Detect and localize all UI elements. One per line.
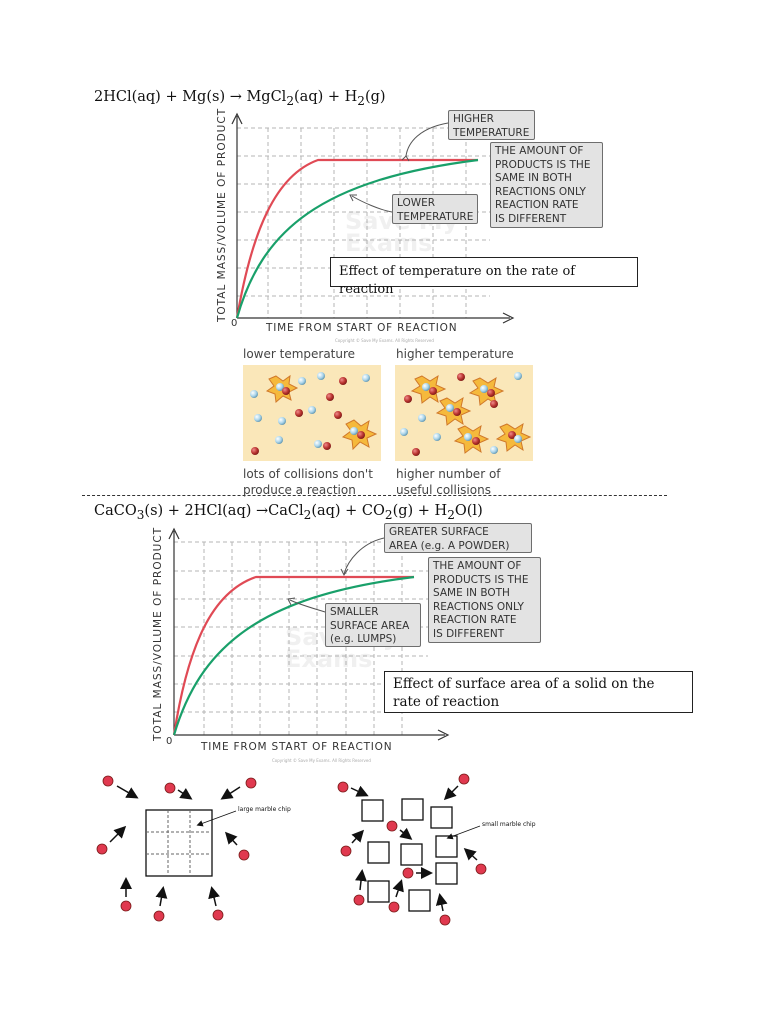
graph1-axes (231, 112, 515, 324)
callout-greater-surface-area: GREATER SURFACE AREA (e.g. A POWDER) (384, 523, 532, 553)
eq2-part: (g) + H (392, 503, 448, 519)
acid-particles-right (337, 773, 487, 926)
eq2-part: CaCO (94, 503, 137, 519)
eq2-part: (s) + 2HCl(aq) →CaCl (144, 503, 304, 519)
graph1-copyright: Copyright © Save My Exams. All Rights Re… (335, 338, 434, 343)
eq2-sub: 2 (447, 507, 455, 522)
particles-left (250, 372, 370, 455)
lower-temperature-curve (235, 158, 479, 319)
large-marble-chip-label: large marble chip (238, 806, 291, 813)
eq1-part: 2HCl(aq) + Mg(s) → MgCl (94, 89, 287, 105)
graph2-x-axis-label: TIME FROM START OF REACTION (201, 741, 393, 753)
callout-same-amount: THE AMOUNT OF PRODUCTS IS THE SAME IN BO… (490, 142, 603, 228)
panel-right-note: higher number of useful collisions (396, 467, 501, 497)
large-marble-chip (145, 809, 237, 877)
eq2-part: O(l) (454, 503, 483, 519)
eq2-sub: 3 (136, 507, 145, 522)
caption-surface-area: Effect of surface area of a solid on the… (384, 671, 693, 713)
eq2-sub: 2 (303, 507, 312, 522)
panel-right-title: higher temperature (396, 347, 514, 361)
callout-smaller-surface-area: SMALLER SURFACE AREA (e.g. LUMPS) (325, 603, 421, 647)
panel-left-note: lots of collisions don't produce a react… (243, 467, 373, 497)
eq1-sub: 2 (357, 93, 365, 108)
smaller-surface-area-curve (172, 575, 415, 736)
callout-lower-temperature: LOWER TEMPERATURE (392, 194, 478, 224)
greater-surface-area-curve (172, 575, 414, 736)
graph1-x-axis-label: TIME FROM START OF REACTION (266, 322, 458, 334)
eq1-part: (aq) + H (294, 89, 358, 105)
caption-temperature: Effect of temperature on the rate of rea… (330, 257, 638, 297)
callout-higher-temperature: HIGHER TEMPERATURE (448, 110, 535, 140)
section-divider (82, 495, 667, 496)
eq2-sub: 2 (384, 507, 393, 522)
eq1-part: (g) (364, 89, 386, 105)
graph2-axes (168, 527, 450, 741)
particles-right (400, 372, 522, 456)
graph2-origin-label: 0 (166, 736, 173, 747)
panel-left-title: lower temperature (243, 347, 356, 361)
small-marble-chip-label: small marble chip (482, 821, 536, 828)
equation-calcium-carbonate: CaCO3(s) + 2HCl(aq) →CaCl2(aq) + CO2(g) … (94, 503, 483, 522)
graph2-copyright: Copyright © Save My Exams. All Rights Re… (272, 758, 371, 763)
eq1-sub: 2 (286, 93, 295, 108)
graph1-callout-arrows (349, 122, 449, 213)
callout-same-amount-2: THE AMOUNT OF PRODUCTS IS THE SAME IN BO… (428, 557, 541, 643)
graph1-origin-label: 0 (231, 318, 238, 329)
small-marble-chips (361, 798, 458, 912)
acid-particles-left (96, 775, 257, 922)
equation-magnesium: 2HCl(aq) + Mg(s) → MgCl2(aq) + H2(g) (94, 89, 386, 108)
graph2-callout-arrows (287, 537, 385, 613)
higher-temperature-curve (235, 158, 478, 319)
eq2-part: (aq) + CO (311, 503, 385, 519)
